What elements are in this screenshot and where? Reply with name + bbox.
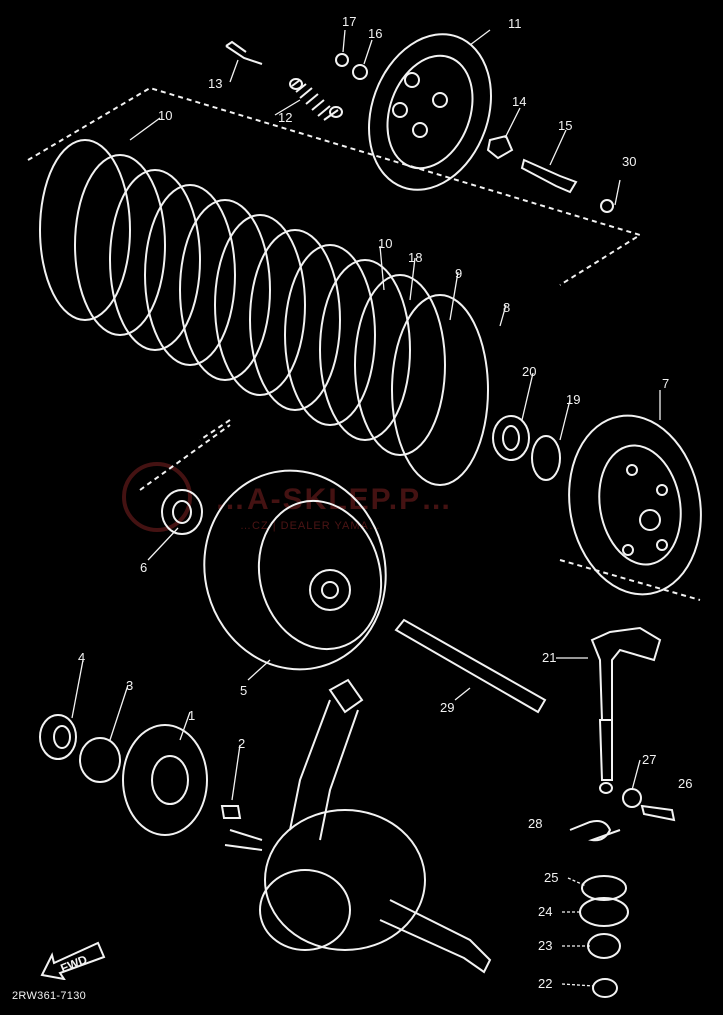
callout-22: 22 xyxy=(538,976,552,991)
callout-15: 15 xyxy=(558,118,572,133)
torsion-spring-28 xyxy=(569,820,621,842)
callout-14: 14 xyxy=(512,94,526,109)
key-2 xyxy=(220,805,242,819)
catalog-code: 2RW361-7130 xyxy=(12,990,87,1002)
callout-10b: 10 xyxy=(378,236,392,251)
callout-20: 20 xyxy=(522,364,536,379)
primary-drive-gear xyxy=(122,724,208,836)
callout-8: 8 xyxy=(503,300,510,315)
primary-driven-gear xyxy=(568,414,702,596)
watermark-logo xyxy=(122,462,192,532)
ball-30 xyxy=(600,199,614,213)
callout-21: 21 xyxy=(542,650,556,665)
friction-plate-stack xyxy=(39,139,489,486)
callout-16: 16 xyxy=(368,26,382,41)
callout-7: 7 xyxy=(662,376,669,391)
washer-27 xyxy=(622,788,642,808)
fwd-label: FWD xyxy=(59,952,90,975)
callout-2: 2 xyxy=(238,736,245,751)
callout-26: 26 xyxy=(678,776,692,791)
crankshaft xyxy=(224,678,492,974)
callout-11: 11 xyxy=(508,16,522,31)
bolt-15 xyxy=(520,158,578,194)
push-rod xyxy=(394,618,547,714)
nut-4 xyxy=(39,714,77,760)
callout-5: 5 xyxy=(240,683,247,698)
callout-6: 6 xyxy=(140,560,147,575)
nut-14 xyxy=(486,134,514,160)
assembly-outline-upper xyxy=(27,86,643,286)
callout-28: 28 xyxy=(528,816,542,831)
screw-26 xyxy=(640,804,676,822)
forward-arrow-icon: FWD xyxy=(40,941,106,980)
callout-13: 13 xyxy=(208,76,222,91)
washer-16 xyxy=(352,64,368,80)
callout-19: 19 xyxy=(566,392,580,407)
assembly-outline-lower xyxy=(199,419,701,601)
callout-4: 4 xyxy=(78,650,85,665)
lock-washer-3 xyxy=(79,737,121,783)
callout-1: 1 xyxy=(188,708,195,723)
bearing-20 xyxy=(492,415,530,461)
callout-25: 25 xyxy=(544,870,558,885)
clutch-housing xyxy=(203,469,387,671)
callout-30: 30 xyxy=(622,154,636,169)
watermark-subtext: …CZ | DEALER YAMA… xyxy=(240,520,381,532)
bolt-13 xyxy=(225,40,263,65)
clutch-spring xyxy=(289,78,343,121)
oil-seal-25 xyxy=(581,875,627,901)
push-lever-shaft xyxy=(590,626,662,794)
watermark-text: …A-SKLEP.P… xyxy=(215,483,454,516)
bearing-24 xyxy=(579,897,629,927)
thrust-washer-19 xyxy=(531,435,561,481)
callout-29: 29 xyxy=(440,700,454,715)
washer-22 xyxy=(592,978,618,998)
clutch-boss xyxy=(161,489,203,535)
callout-9: 9 xyxy=(455,266,462,281)
pressure-plate xyxy=(368,33,492,191)
bushing-23 xyxy=(587,933,621,959)
callout-24: 24 xyxy=(538,904,552,919)
callout-12: 12 xyxy=(278,110,292,125)
callout-10a: 10 xyxy=(158,108,172,123)
callout-3: 3 xyxy=(126,678,133,693)
callout-18: 18 xyxy=(408,250,422,265)
nut-17 xyxy=(335,53,349,67)
callout-23: 23 xyxy=(538,938,552,953)
callout-17: 17 xyxy=(342,14,356,29)
callout-labels: 1 2 3 4 5 6 7 8 9 10 10 11 12 13 14 15 1… xyxy=(78,14,692,991)
callout-27: 27 xyxy=(642,752,656,767)
